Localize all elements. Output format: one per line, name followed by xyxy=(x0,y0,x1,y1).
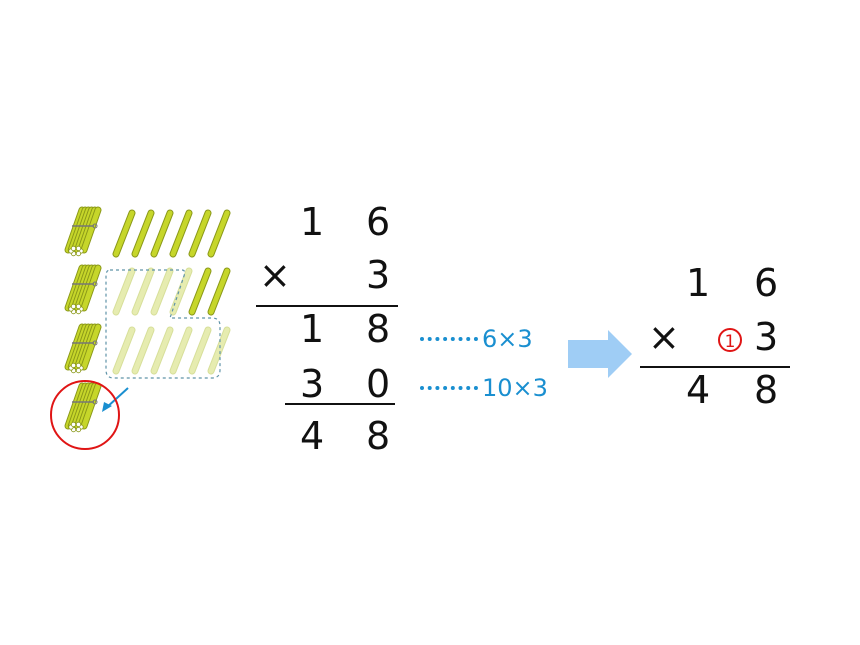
long-second-rule xyxy=(285,403,395,405)
ones-step-dotted-leader xyxy=(420,337,478,346)
short-multiplier: 3 xyxy=(754,315,779,359)
short-result-ones: 8 xyxy=(754,368,779,412)
ten-sticks-group-outline xyxy=(105,269,221,379)
tens-step-dotted-leader xyxy=(420,386,478,395)
short-multiplicand-ones: 6 xyxy=(754,261,779,305)
new-bundle-highlight-circle xyxy=(50,380,120,450)
long-first-rule xyxy=(256,305,398,307)
long-times-sign: × xyxy=(259,253,291,297)
short-multiplicand-tens: 1 xyxy=(686,261,711,305)
long-partial-tens-tens: 3 xyxy=(300,362,325,406)
long-partial-ones-tens: 1 xyxy=(300,307,325,351)
long-partial-ones-ones: 8 xyxy=(366,307,391,351)
long-result-ones: 8 xyxy=(366,414,391,458)
long-multiplicand-tens: 1 xyxy=(300,200,325,244)
ones-step-label: 6×3 xyxy=(482,325,533,353)
regroup-arrow xyxy=(105,387,129,409)
short-rule xyxy=(640,366,790,368)
long-multiplicand-ones: 6 xyxy=(366,200,391,244)
short-times-sign: × xyxy=(648,315,680,359)
long-result-tens: 4 xyxy=(300,414,325,458)
short-result-tens: 4 xyxy=(686,368,711,412)
tens-step-label: 10×3 xyxy=(482,374,548,402)
long-partial-tens-ones: 0 xyxy=(366,362,391,406)
carry-digit-circled: 1 xyxy=(718,328,742,352)
long-multiplier: 3 xyxy=(366,253,391,297)
